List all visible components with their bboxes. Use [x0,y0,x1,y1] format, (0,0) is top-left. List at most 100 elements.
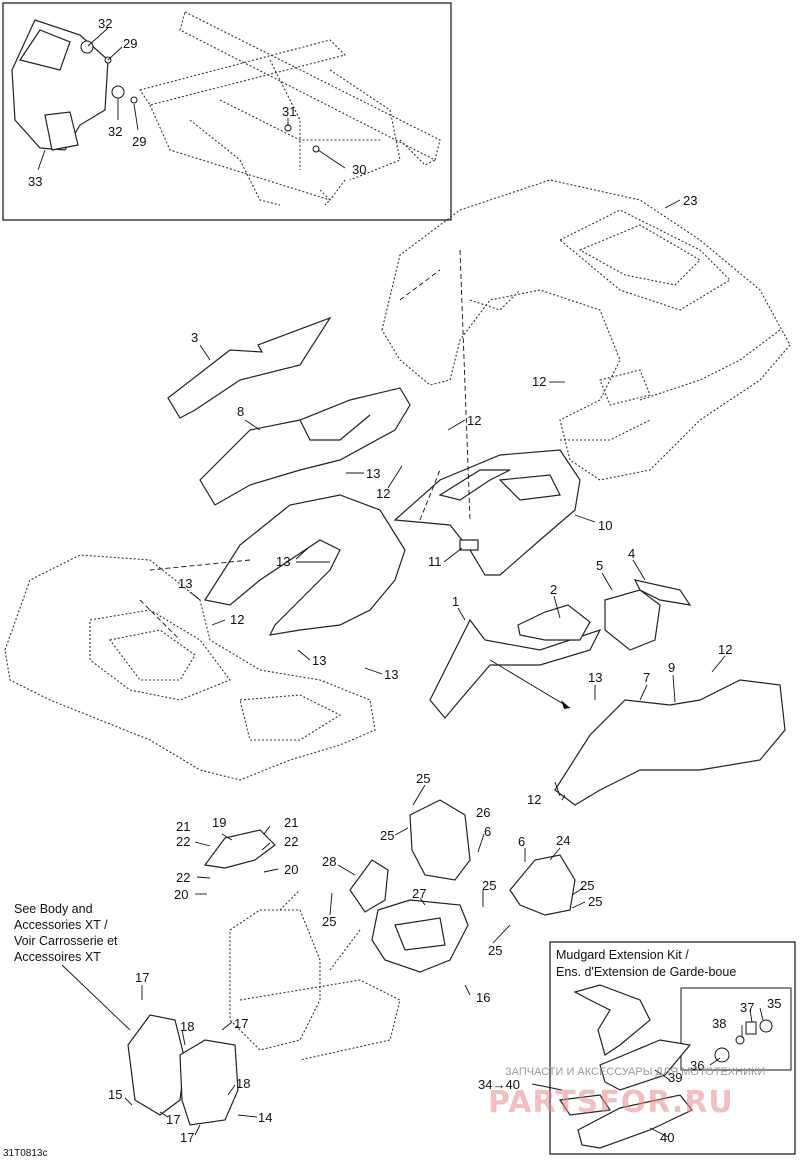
callout-12-e: 12 [718,642,732,657]
callout-39: 39 [668,1070,682,1085]
callout-25-c: 25 [482,878,496,893]
callout-17-d: 17 [180,1130,194,1145]
kit-title-line-1: Mudgard Extension Kit / [556,948,689,962]
callout-25-g: 25 [488,943,502,958]
callout-24: 24 [556,833,570,848]
side-panel-part-1 [429,618,602,719]
callout-12-d: 12 [230,612,244,627]
callout-22-b: 22 [284,834,298,849]
callout-18-b: 18 [236,1076,250,1091]
callout-37: 37 [740,1000,754,1015]
callout-17-c: 17 [166,1112,180,1127]
kit-hardware-35-38 [714,1019,773,1063]
callout-22-c: 22 [176,870,190,885]
callout-40: 40 [660,1130,674,1145]
kit-hardware-subbox [680,987,792,1071]
callout-12-b: 12 [467,413,481,428]
diagram-reference-code: 31T0813c [3,1148,47,1159]
callout-1: 1 [452,594,459,609]
callout-31: 31 [282,104,296,119]
note-line-4: Accessoires XT [14,950,101,964]
kit-part-39-drawing [573,984,692,1091]
callout-19: 19 [212,815,226,830]
callout-16: 16 [476,990,490,1005]
callout-11: 11 [428,554,442,569]
callout-13-a: 13 [366,466,380,481]
guard-part-26 [409,799,471,881]
callout-17-b: 17 [234,1016,248,1031]
front-frame-drawing [229,889,401,1061]
callout-22-a: 22 [176,834,190,849]
callout-14: 14 [258,1110,272,1125]
callout-20-a: 20 [284,862,298,877]
see-body-accessories-note: See Body and Accessories XT / Voir Carro… [14,902,118,964]
callout-29-bottom: 29 [132,134,146,149]
rear-fender-body-drawing [381,179,791,481]
callout-21-a: 21 [176,819,190,834]
callout-4: 4 [628,546,635,561]
callout-32-bottom: 32 [108,124,122,139]
callout-28: 28 [322,854,336,869]
callout-10: 10 [598,518,612,533]
rear-bumper-part-33 [11,19,109,151]
callout-21-b: 21 [284,815,298,830]
callout-25-a: 25 [416,771,430,786]
callout-25-d: 25 [580,878,594,893]
callout-17-a: 17 [135,970,149,985]
skid-plate-part-27 [371,899,469,973]
callout-13-b: 13 [276,554,290,569]
callout-13-d: 13 [312,653,326,668]
kit-title-line-2: Ens. d'Extension de Garde-boue [556,965,736,979]
callout-25-e: 25 [588,894,602,909]
callout-18-a: 18 [180,1019,194,1034]
note-line-3: Voir Carrosserie et [14,934,118,948]
kit-part-40-drawing [558,1094,693,1149]
panel-part-8 [199,387,411,506]
bracket-part-19 [203,829,276,869]
panel-part-10 [393,449,581,576]
callout-12-f: 12 [527,792,541,807]
bolt-washer-hardware-29-32 [80,40,320,153]
callout-2: 2 [550,582,557,597]
mudguard-kit-title: Mudgard Extension Kit / Ens. d'Extension… [556,948,736,979]
callout-36: 36 [690,1058,704,1073]
mudguard-kit-box [549,941,796,1155]
frame-inset-box [2,2,452,221]
side-panel-part-7 [554,679,786,806]
callout-9: 9 [668,660,675,675]
callout-23: 23 [683,193,697,208]
callout-25-f: 25 [322,914,336,929]
trim-part-2 [517,604,591,641]
note-line-1: See Body and [14,902,93,916]
callout-8: 8 [237,404,244,419]
note-line-2: Accessories XT / [14,918,108,932]
callout-34-40: 34→40 [478,1077,520,1092]
callout-13-f: 13 [588,670,602,685]
watermark-small-text: ЗАПЧАСТИ И АКСЕССУАРЫ ДЛЯ МОТОТЕХНИКИ [505,1066,765,1078]
front-fender-inner-part [204,494,406,636]
guard-part-28 [349,859,389,913]
callout-27: 27 [412,886,426,901]
callout-3: 3 [191,330,198,345]
callout-labels: 32 29 31 32 29 30 33 23 3 12 8 12 13 12 … [28,16,781,1145]
callout-38: 38 [712,1016,726,1031]
callout-35: 35 [767,996,781,1011]
callout-15: 15 [108,1087,122,1102]
callout-6-b: 6 [518,834,525,849]
callout-25-b: 25 [380,828,394,843]
callout-13-e: 13 [384,667,398,682]
callout-30: 30 [352,162,366,177]
bracket-part-5 [604,589,661,651]
callout-7: 7 [643,670,650,685]
watermark-big-text: PARTSFOR.RU [488,1085,734,1120]
strip-part-4 [633,579,692,606]
callout-13-c: 13 [178,576,192,591]
callout-29-top: 29 [123,36,137,51]
panel-part-3 [167,316,332,419]
callout-32-top: 32 [98,16,112,31]
front-bumper-part-14-15-18 [127,1014,239,1126]
callout-6-a: 6 [484,824,491,839]
callout-5: 5 [596,558,603,573]
rear-rack-frame-drawing [139,11,441,206]
